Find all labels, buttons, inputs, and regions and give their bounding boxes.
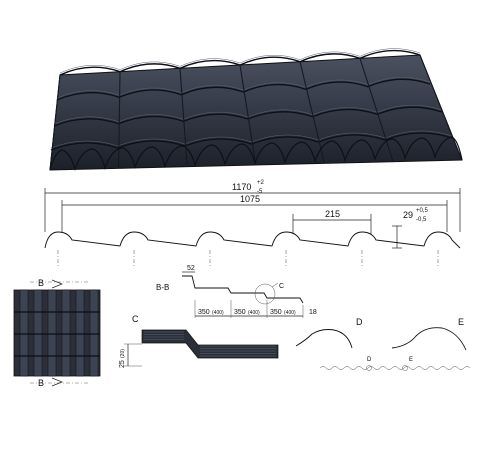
seg3-label: 350: [270, 309, 282, 316]
tile-rib-6: [359, 58, 394, 162]
marker-e-circle: [402, 365, 408, 371]
top-profile-dimensions: 1170 +2 -5 1075 215 29 +0,5 -0,5: [44, 180, 461, 266]
end-value-label: 18: [309, 309, 317, 316]
seg3-alt: (400): [284, 310, 296, 316]
detail-d-label: D: [356, 317, 363, 327]
useful-width-label: 1075: [240, 194, 260, 204]
detail-e-label: E: [458, 317, 464, 327]
section-bb-profile: [182, 275, 304, 304]
section-mark-bottom: B: [38, 378, 44, 388]
overall-tol-plus: +2: [257, 180, 265, 186]
wave-tol-plus: +0,5: [416, 208, 429, 214]
wave-tol-minus: -0,5: [416, 217, 427, 223]
marker-e-label: E: [409, 357, 413, 363]
top-profile-line: [44, 231, 461, 249]
detail-e: E: [391, 317, 467, 351]
wave-height-label: 29: [403, 210, 413, 220]
section-bb-label: B-B: [156, 283, 169, 292]
tile-rib-1: [49, 74, 61, 171]
overall-width-label: 1170: [232, 182, 251, 192]
front-view-ribs: [14, 289, 100, 377]
detail-c-ref: C: [279, 283, 284, 290]
seg2-label: 350: [234, 309, 246, 316]
section-bb: B-B 52 350 (400) 350 (400) 350 (400) 18 …: [156, 265, 317, 318]
tile-front-view: B B: [13, 278, 101, 388]
detail-c-height-alt: (20): [120, 349, 126, 358]
tile-row-highlight-1: [59, 48, 421, 74]
seg2-alt: (400): [248, 310, 260, 316]
front-rib-4: [61, 289, 71, 377]
overall-tol-minus: -5: [257, 189, 263, 195]
wave-pitch-label: 215: [325, 209, 340, 219]
seg1-alt: (400): [212, 310, 224, 316]
tile-sheet-3d-render: [49, 48, 463, 171]
step-height-label: 52: [187, 265, 195, 272]
detail-c-label: C: [132, 314, 139, 324]
tile-rib-7: [419, 54, 463, 161]
detail-d-profile: [295, 329, 353, 349]
detail-c-callout-circle: [254, 283, 276, 305]
tile-rib-2: [118, 71, 121, 169]
tile-row-4: [50, 132, 453, 151]
front-rib-5: [75, 289, 85, 377]
detail-c-hatching: [144, 331, 276, 357]
front-rib-1: [19, 289, 29, 377]
detail-c-height: 25: [119, 360, 126, 368]
tile-rib-5: [299, 61, 325, 164]
marker-d-circle: [366, 365, 372, 371]
tile-rows: [49, 48, 463, 171]
front-rib-6: [89, 289, 99, 377]
tile-rib-4: [239, 65, 257, 165]
front-rib-2: [33, 289, 43, 377]
seg1-label: 350: [198, 309, 210, 316]
front-rib-3: [47, 289, 57, 377]
detail-d: D: [295, 317, 363, 349]
section-mark-top: B: [38, 278, 44, 288]
tile-rib-3: [179, 68, 188, 167]
wave-profile-small: D E: [319, 357, 471, 371]
marker-d-label: D: [367, 357, 372, 363]
detail-c: C 25 (20): [119, 314, 279, 368]
detail-e-profile: [391, 327, 467, 351]
profile-axis-marks: [57, 250, 439, 266]
